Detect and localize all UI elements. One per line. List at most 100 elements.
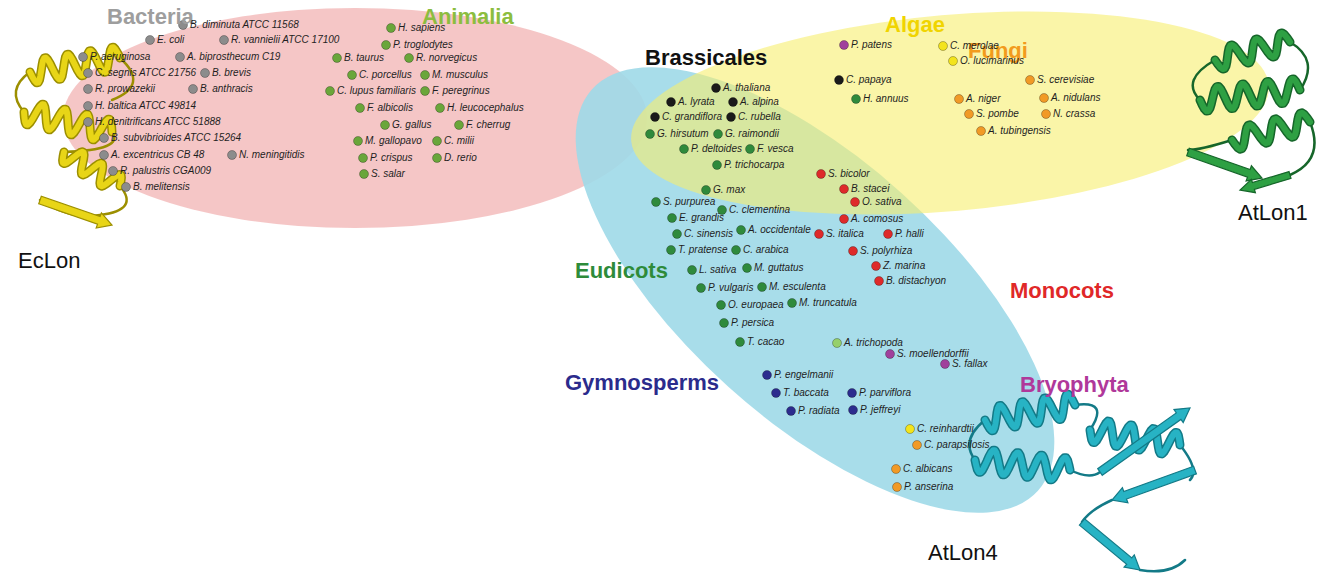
group-label: Gymnosperms xyxy=(565,370,719,396)
species-label: M. gallopavo xyxy=(365,135,422,147)
protein-label: AtLon4 xyxy=(928,540,998,566)
species-label: P. patens xyxy=(851,39,892,51)
species-dot xyxy=(433,137,442,146)
group-ellipse xyxy=(623,0,1278,239)
species-label: E. grandis xyxy=(679,212,724,224)
species-label: N. meningitidis xyxy=(239,149,305,161)
species-dot xyxy=(727,113,736,122)
species-label: B. anthracis xyxy=(200,83,253,95)
species-dot xyxy=(1026,76,1035,85)
species-label: G. gallus xyxy=(392,119,431,131)
species-dot xyxy=(228,151,237,160)
species-dot xyxy=(787,407,796,416)
species-dot xyxy=(146,36,155,45)
species-dot xyxy=(100,151,109,160)
species-dot xyxy=(729,98,738,107)
helix xyxy=(1215,33,1290,69)
beta-strand xyxy=(1079,519,1140,570)
helix-outline xyxy=(1232,113,1310,149)
species-label: S. bicolor xyxy=(828,168,870,180)
species-dot xyxy=(387,24,396,33)
species-dot xyxy=(651,113,660,122)
species-label: R. palustris CGA009 xyxy=(120,165,211,177)
species-label: A. thaliana xyxy=(723,82,770,94)
species-dot xyxy=(646,130,655,139)
species-label: S. italica xyxy=(826,228,864,240)
species-dot xyxy=(817,170,826,179)
species-label: R. vannielii ATCC 17100 xyxy=(231,34,339,46)
species-dot xyxy=(852,95,861,104)
species-label: G. hirsutum xyxy=(657,128,709,140)
species-label: M. truncatula xyxy=(799,297,857,309)
species-dot xyxy=(713,161,722,170)
group-label: Eudicots xyxy=(575,258,668,284)
species-dot xyxy=(84,102,93,111)
species-dot xyxy=(848,389,857,398)
species-dot xyxy=(455,121,464,130)
protein-structure xyxy=(969,394,1196,571)
species-label: T. baccata xyxy=(783,387,829,399)
species-dot xyxy=(851,198,860,207)
species-dot xyxy=(913,441,922,450)
species-dot xyxy=(941,360,950,369)
species-label: M. musculus xyxy=(432,69,488,81)
species-label: S. purpurea xyxy=(663,196,715,208)
species-label: C. clementina xyxy=(729,204,790,216)
species-label: A. comosus xyxy=(851,213,903,225)
species-dot xyxy=(840,41,849,50)
species-dot xyxy=(122,183,131,192)
species-dot xyxy=(382,41,391,50)
species-label: H. baltica ATCC 49814 xyxy=(95,100,196,112)
species-dot xyxy=(949,57,958,66)
species-dot xyxy=(433,154,442,163)
species-label: A. niger xyxy=(966,93,1000,105)
beta-strand xyxy=(1240,172,1291,193)
species-dot xyxy=(955,95,964,104)
species-dot xyxy=(405,54,414,63)
helix-outline xyxy=(1200,79,1300,111)
species-dot xyxy=(436,104,445,113)
protein-label: AtLon1 xyxy=(1238,200,1308,226)
species-dot xyxy=(849,406,858,415)
helix xyxy=(975,450,1070,480)
species-dot xyxy=(746,145,755,154)
species-dot xyxy=(893,483,902,492)
species-label: B. diminuta ATCC 11568 xyxy=(190,19,299,31)
loop xyxy=(969,404,1193,571)
helix xyxy=(985,394,1075,430)
species-dot xyxy=(697,284,706,293)
species-label: P. trichocarpa xyxy=(724,159,784,171)
species-dot xyxy=(977,127,986,136)
species-dot xyxy=(906,425,915,434)
species-label: C. merolae xyxy=(950,40,999,52)
species-dot xyxy=(176,53,185,62)
species-label: C. rubella xyxy=(738,111,781,123)
species-dot xyxy=(421,71,430,80)
species-label: C. milii xyxy=(444,135,474,147)
species-label: S. polyrhiza xyxy=(860,245,912,257)
group-label: Monocots xyxy=(1010,278,1114,304)
species-dot xyxy=(965,110,974,119)
species-label: P. jeffreyi xyxy=(860,404,900,416)
species-dot xyxy=(189,85,198,94)
protein-structure xyxy=(1187,33,1315,193)
species-label: O. sativa xyxy=(862,196,901,208)
species-label: P. persica xyxy=(731,317,774,329)
species-dot xyxy=(772,389,781,398)
species-label: F. albicolis xyxy=(367,102,413,114)
species-dot xyxy=(886,350,895,359)
group-label: Bacteria xyxy=(107,4,194,30)
species-label: G. raimondii xyxy=(725,128,779,140)
species-label: S. cerevisiae xyxy=(1037,74,1094,86)
species-dot xyxy=(736,338,745,347)
species-label: A. lyrata xyxy=(678,96,715,108)
species-label: P. aeruginosa xyxy=(90,51,150,63)
species-label: R. prowazekii xyxy=(95,83,155,95)
species-label: C. lupus familiaris xyxy=(337,85,416,97)
species-label: B. melitensis xyxy=(133,181,190,193)
species-dot xyxy=(884,230,893,239)
species-label: S. salar xyxy=(371,168,405,180)
species-dot xyxy=(712,84,721,93)
species-dot xyxy=(688,266,697,275)
species-dot xyxy=(720,319,729,328)
